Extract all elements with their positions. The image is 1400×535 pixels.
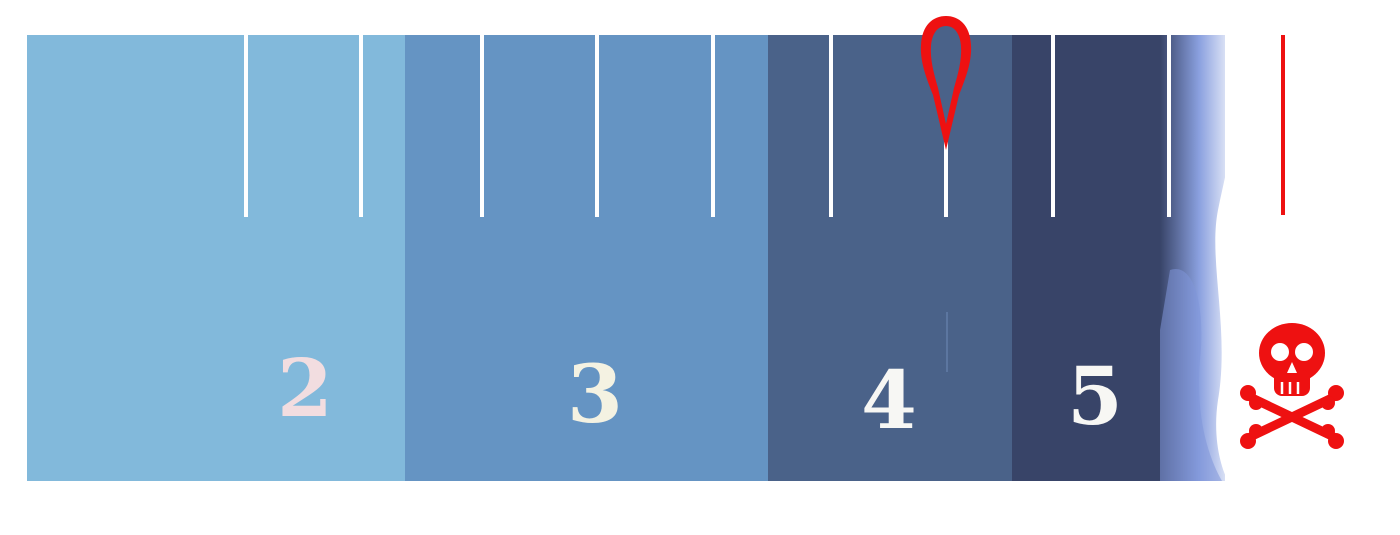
- map-pin-icon[interactable]: [920, 16, 972, 150]
- band-fade-glow: [1160, 268, 1222, 481]
- band-3: [405, 35, 768, 481]
- band-label-3: 3: [567, 347, 623, 441]
- band-4: [768, 35, 1012, 481]
- band-2: [27, 35, 405, 481]
- tick-marks: [244, 35, 1171, 217]
- end-zone: [1225, 35, 1370, 481]
- band-label-5: 5: [1067, 349, 1123, 443]
- band-label-4: 4: [861, 353, 917, 447]
- skull-and-crossbones-icon: [1240, 323, 1344, 449]
- band-label-2: 2: [277, 341, 333, 435]
